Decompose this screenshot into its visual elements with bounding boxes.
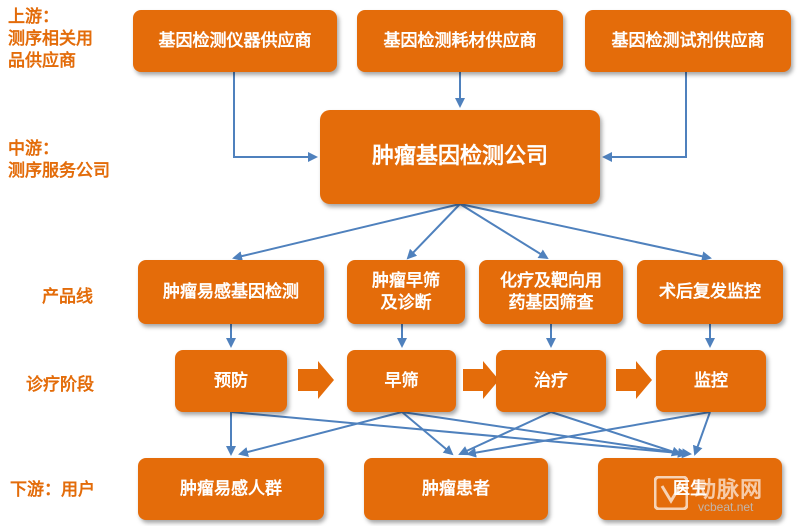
product-drug-gene-screening: 化疗及靶向用 药基因筛查	[479, 260, 623, 324]
label-midstream: 中游： 测序服务公司	[8, 139, 110, 181]
arrow-company-to-product-4	[459, 203, 712, 262]
process-arrow-2	[463, 361, 499, 399]
arrow-company-to-product-1	[232, 203, 461, 262]
product-susceptibility-test: 肿瘤易感基因检测	[138, 260, 324, 324]
arrow-monitor-to-doctor	[692, 411, 711, 456]
arrow-company-to-product-3	[459, 203, 549, 260]
user-doctor: 医生	[598, 458, 782, 520]
gene-testing-company: 肿瘤基因检测公司	[320, 110, 600, 204]
arrow-company-to-product-2	[406, 203, 461, 260]
product-early-screening: 肿瘤早筛 及诊断	[347, 260, 465, 324]
process-arrow-1	[298, 361, 334, 399]
arrow-treat-to-patient	[458, 411, 552, 456]
arrow-screen-to-patient	[401, 411, 454, 456]
stage-prevention: 预防	[175, 350, 287, 412]
arrow-prevent-to-doctor	[230, 411, 692, 459]
supplier-consumable: 基因检测耗材供应商	[357, 10, 563, 72]
arrow-monitor-to-patient	[466, 411, 711, 458]
arrow-treat-to-doctor	[550, 411, 682, 457]
label-downstream: 下游：用户	[10, 480, 95, 500]
label-stage: 诊疗阶段	[26, 375, 94, 395]
user-susceptible-population: 肿瘤易感人群	[138, 458, 324, 520]
arrow-screen-to-doctor	[401, 411, 688, 458]
stage-monitoring: 监控	[656, 350, 766, 412]
arrow-screen-to-susceptible	[238, 411, 403, 457]
stage-treatment: 治疗	[496, 350, 606, 412]
supplier-instrument: 基因检测仪器供应商	[133, 10, 337, 72]
watermark-text: 动脉网	[694, 478, 764, 503]
watermark-url: vcbeat.net	[698, 500, 754, 514]
arrow-reagent-to-company	[602, 72, 687, 162]
stage-early-screening: 早筛	[347, 350, 456, 412]
label-product-line: 产品线	[42, 287, 93, 307]
watermark: 动脉网 vcbeat.net	[654, 468, 794, 520]
label-upstream: 上游： 测序相关用 品供应商	[8, 7, 93, 71]
supplier-reagent: 基因检测试剂供应商	[585, 10, 791, 72]
vcbeat-logo-icon	[654, 476, 688, 510]
product-recurrence-monitoring: 术后复发监控	[637, 260, 783, 324]
process-arrow-3	[616, 361, 652, 399]
arrow-instrument-to-company	[233, 72, 318, 162]
user-cancer-patient: 肿瘤患者	[364, 458, 548, 520]
